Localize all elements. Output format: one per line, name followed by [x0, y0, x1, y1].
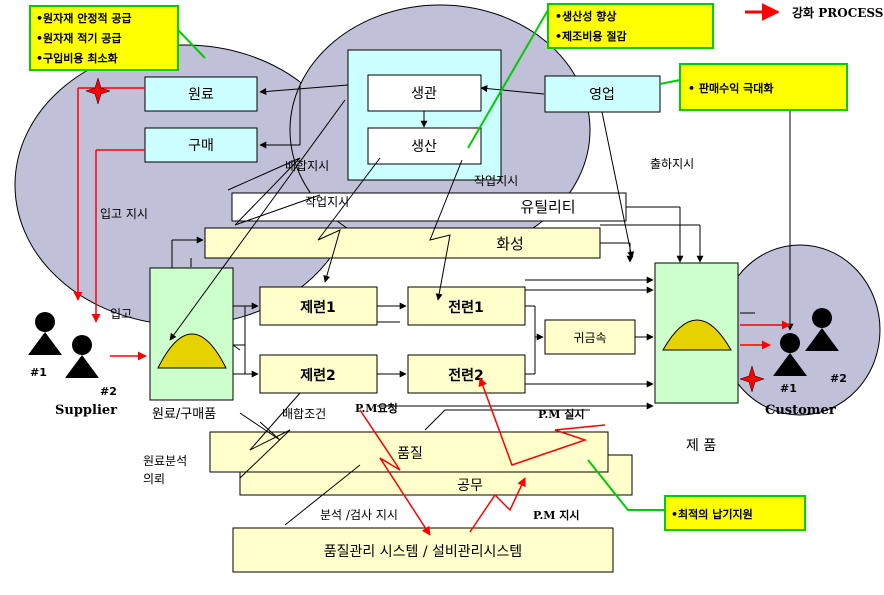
supplier-person-icon-2 — [65, 335, 99, 378]
ship-order-label: 출하지시 — [650, 157, 694, 171]
raw-analysis-request-label-1: 원료분석 — [143, 454, 187, 468]
customer-n2: #2 — [830, 372, 847, 385]
work-order-label: 작업지시 — [305, 195, 349, 209]
engineering-label: 공무 — [457, 478, 483, 494]
svg-text:•생산성 향상: •생산성 향상 — [555, 9, 616, 23]
raw-material-label: 원료 — [188, 87, 214, 103]
raw-warehouse-pile — [157, 333, 227, 369]
utility-box — [231, 192, 627, 222]
qms-label: 품질관리 시스템 / 설비관리시스템 — [324, 544, 522, 560]
product-warehouse-pile — [662, 319, 732, 351]
quality-label: 품질 — [397, 446, 423, 462]
sales-callout: • 판매수익 극대화 — [659, 63, 848, 111]
delivery-callout: •최적의 납기지원 — [587, 459, 806, 531]
mix-order-label: 배합지시 — [285, 159, 329, 173]
pm-request-label: P.M요청 — [355, 401, 398, 415]
svg-text:•구입비용 최소화: •구입비용 최소화 — [36, 51, 118, 65]
svg-text:•제조비용 절감: •제조비용 절감 — [555, 29, 627, 43]
pm-order-label: P.M 지시 — [533, 508, 580, 522]
production-label: 생산 — [411, 139, 437, 155]
red-flow-lines — [73, 87, 791, 536]
supply-callout: •원자재 안정적 공급 •원자재 적기 공급 •구입비용 최소화 — [29, 5, 206, 71]
raw-purchased-label: 원료/구매품 — [152, 407, 216, 422]
legend-label: 강화 PROCESS — [792, 5, 883, 20]
raw-analysis-request-label-2: 의뢰 — [143, 472, 165, 486]
refining1-label: 제련1 — [300, 299, 336, 316]
refining2-box[interactable] — [259, 354, 378, 394]
supplier-label: Supplier — [55, 403, 117, 418]
customer-person-icon-2 — [805, 308, 839, 351]
utility-label: 유틸리티 — [520, 198, 575, 216]
production-box[interactable] — [367, 127, 482, 165]
customer-star-icon — [739, 365, 765, 393]
svg-text:•원자재 적기 공급: •원자재 적기 공급 — [36, 31, 122, 45]
supplier-star-icon — [85, 77, 111, 105]
supplier-n2: #2 — [100, 385, 117, 398]
quality-box[interactable] — [209, 431, 609, 473]
mix-condition-label: 배합조건 — [282, 407, 326, 421]
customer-circle — [719, 244, 881, 416]
supplier-n1: #1 — [30, 366, 47, 379]
customer-person-icon-1 — [773, 333, 807, 376]
electro1-label: 전련1 — [448, 299, 484, 316]
precious-metal-box[interactable] — [544, 319, 636, 355]
svg-text:•원자재 안정적 공급: •원자재 안정적 공급 — [36, 11, 132, 25]
stock-in-label: 입고 — [110, 307, 132, 321]
electro2-label: 전련2 — [448, 367, 484, 384]
customer-label: Customer — [765, 403, 836, 418]
formation-label: 화성 — [496, 235, 524, 253]
stock-in-order-label: 입고 지시 — [100, 207, 148, 221]
svg-text:• 판매수익 극대화: • 판매수익 극대화 — [688, 81, 774, 95]
svg-text:•최적의 납기지원: •최적의 납기지원 — [671, 507, 753, 521]
electro1-box[interactable] — [407, 286, 526, 326]
electro2-box[interactable] — [407, 354, 526, 394]
customer-n1: #1 — [780, 382, 797, 395]
refining2-label: 제련2 — [300, 367, 336, 384]
production-control-box[interactable] — [367, 74, 482, 112]
sales-label: 영업 — [589, 87, 615, 103]
sales-box[interactable] — [544, 75, 661, 113]
refining1-box[interactable] — [259, 286, 378, 326]
precious-metal-label: 귀금속 — [573, 331, 606, 345]
purchasing-label: 구매 — [188, 138, 214, 154]
pm-execute-label: P.M 실시 — [538, 407, 585, 421]
analysis-order-label: 분석 /검사 지시 — [320, 508, 398, 522]
raw-material-box[interactable] — [144, 76, 258, 112]
work-order-top-label: 작업지시 — [474, 174, 518, 188]
product-label: 제 품 — [686, 438, 716, 454]
flow-lines — [169, 84, 794, 526]
purchasing-box[interactable] — [144, 127, 258, 163]
production-callout: •생산성 향상 •제조비용 절감 — [467, 3, 714, 149]
supplier-person-icon-1 — [28, 312, 62, 355]
formation-box — [204, 227, 601, 259]
production-control-label: 생관 — [411, 86, 437, 102]
